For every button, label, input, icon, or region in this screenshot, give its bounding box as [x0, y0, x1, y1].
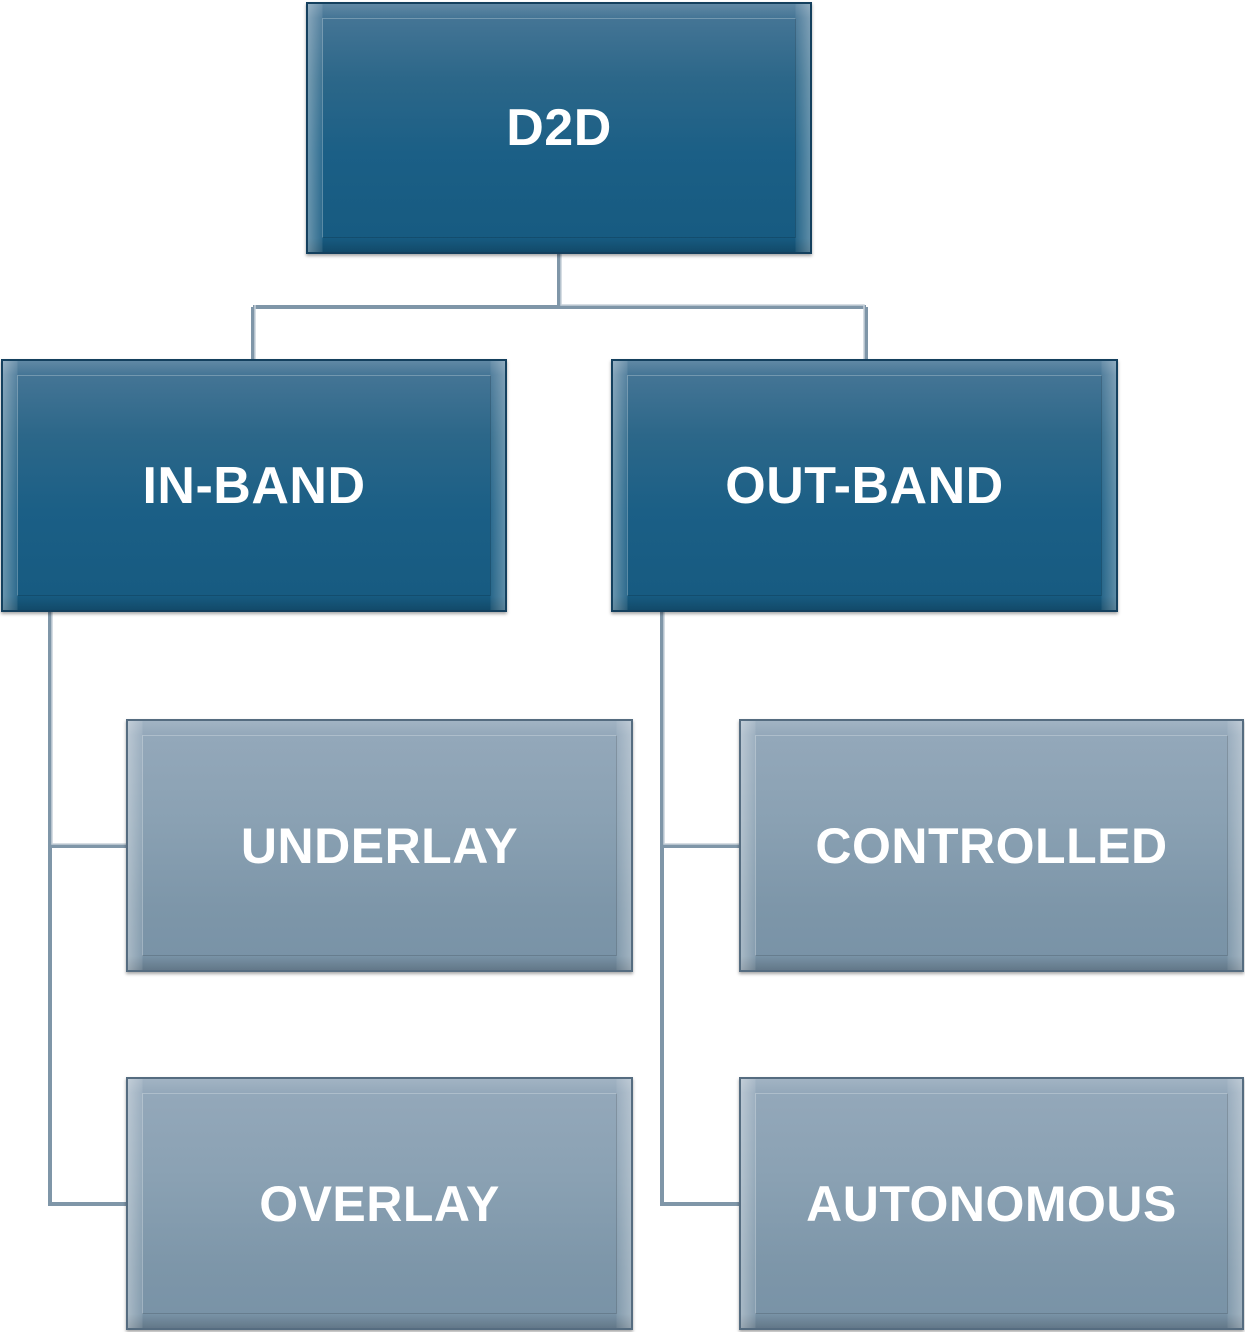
connector-inband-spine [48, 612, 126, 1206]
node-autonomous: AUTONOMOUS [739, 1077, 1244, 1330]
node-controlled-label: CONTROLLED [815, 817, 1168, 874]
node-out-band-label: OUT-BAND [725, 456, 1004, 515]
node-controlled: CONTROLLED [739, 719, 1244, 972]
node-d2d-label: D2D [506, 99, 612, 157]
connector-outband-spine [660, 612, 739, 1206]
node-underlay-label: UNDERLAY [240, 817, 519, 874]
node-underlay: UNDERLAY [126, 719, 633, 972]
node-d2d: D2D [306, 2, 812, 254]
node-overlay-label: OVERLAY [259, 1175, 500, 1232]
node-overlay: OVERLAY [126, 1077, 633, 1330]
node-in-band: IN-BAND [1, 359, 507, 612]
node-autonomous-label: AUTONOMOUS [806, 1175, 1177, 1232]
node-in-band-label: IN-BAND [142, 456, 366, 515]
node-out-band: OUT-BAND [611, 359, 1118, 612]
